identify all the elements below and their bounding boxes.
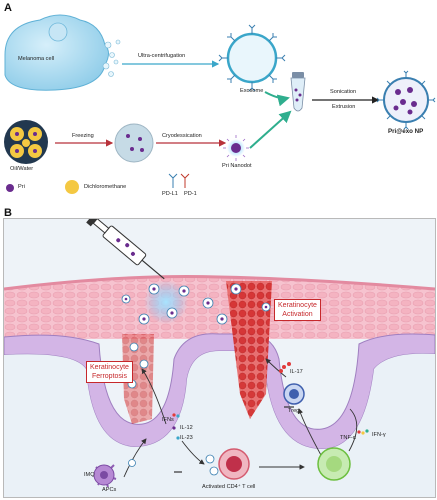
th17-cell bbox=[317, 447, 351, 481]
treg-label: Treg bbox=[288, 408, 300, 414]
oil-water-label: Oil/Water bbox=[10, 166, 34, 172]
tnf-dots bbox=[357, 429, 369, 435]
tnf-a-label: TNF-α bbox=[340, 435, 356, 441]
extrusion-label: Extrusion bbox=[332, 104, 356, 110]
keratinocyte-ferroptosis-label: Keratinocyte Ferroptosis bbox=[86, 361, 133, 383]
dichloromethane-legend-icon bbox=[65, 180, 79, 194]
panel-b: Keratinocyte Activation Keratinocyte Fer… bbox=[3, 218, 436, 498]
il12-label: IL-12 bbox=[180, 425, 193, 431]
panel-b-graphic bbox=[4, 219, 435, 497]
ifn-g-label: IFN-γ bbox=[372, 432, 386, 438]
sonication-label: Sonication bbox=[330, 89, 357, 95]
imq-label: IMQ bbox=[84, 472, 95, 478]
il23-label: IL-23 bbox=[180, 435, 193, 441]
dichloromethane-legend-label: Dichloromethane bbox=[84, 184, 127, 190]
nearby-nanoparticles bbox=[128, 454, 219, 476]
pri-nanodot-label: Pri Nanodot bbox=[222, 163, 252, 169]
ifn-dots bbox=[172, 413, 180, 418]
ultra-centrifugation-label: Ultra-centrifugation bbox=[138, 53, 186, 59]
pd-1-legend-icon bbox=[180, 173, 190, 188]
treg-cell bbox=[283, 383, 305, 405]
apcs-label: APCs bbox=[102, 487, 117, 493]
oil-water-emulsion bbox=[4, 120, 48, 164]
ifns-label: IFNs bbox=[162, 417, 174, 423]
pd-l1-legend-icon bbox=[168, 173, 178, 188]
arrow-nanodot-to-tube bbox=[249, 110, 292, 149]
il17-label: IL-17 bbox=[290, 369, 303, 375]
arrow-apc-to-cytokines bbox=[123, 438, 147, 478]
arrow-exosome-to-tube bbox=[264, 91, 290, 107]
panel-a: A bbox=[0, 0, 437, 205]
pri-exo-np-graphic bbox=[376, 70, 436, 130]
keratinocyte-ferroptosis-region bbox=[122, 334, 154, 424]
cryodessication-label: Cryodessication bbox=[162, 133, 202, 139]
pri-legend-label: Pri bbox=[18, 184, 25, 190]
stratum-corneum bbox=[4, 275, 435, 291]
arrow-to-treg bbox=[348, 408, 358, 452]
arrow-il17-to-activation bbox=[265, 358, 287, 378]
exosome-graphic bbox=[218, 24, 286, 92]
keratinocyte-activation-region bbox=[226, 281, 272, 419]
pri-exo-np-label: Pri@exo NP bbox=[388, 128, 424, 135]
apc-cell bbox=[93, 464, 117, 488]
syringe-icon bbox=[86, 219, 165, 280]
pd-1-legend-label: PD-1 bbox=[184, 191, 197, 197]
il12-dots bbox=[172, 426, 180, 440]
exosome-label: Exosome bbox=[240, 88, 264, 94]
frozen-sphere bbox=[114, 123, 154, 163]
pd-l1-legend-label: PD-L1 bbox=[162, 191, 178, 197]
arrow-cytokines-to-cd4 bbox=[181, 440, 205, 465]
freezing-label: Freezing bbox=[72, 133, 94, 139]
keratinocyte-activation-label: Keratinocyte Activation bbox=[274, 299, 321, 321]
panel-a-letter: A bbox=[4, 2, 12, 14]
budding-vesicles bbox=[102, 39, 121, 77]
pri-nanodot-graphic bbox=[223, 135, 249, 161]
panel-b-letter: B bbox=[4, 207, 12, 219]
arrow-ifn-to-ferroptosis bbox=[141, 368, 167, 425]
epidermis-layer bbox=[4, 276, 435, 339]
il17-dots bbox=[279, 362, 291, 373]
cell-nucleus bbox=[48, 22, 68, 42]
panel-a-graphic bbox=[4, 14, 436, 194]
activated-cd4-cell bbox=[218, 448, 250, 480]
melanoma-cell-label: Melanoma cell bbox=[18, 56, 55, 62]
arrow-th17-to-treg bbox=[297, 408, 323, 458]
pri-legend-icon bbox=[6, 184, 14, 192]
centrifuge-tube bbox=[290, 72, 306, 112]
activated-cd4-label: Activated CD4⁺ T cell bbox=[202, 484, 256, 490]
